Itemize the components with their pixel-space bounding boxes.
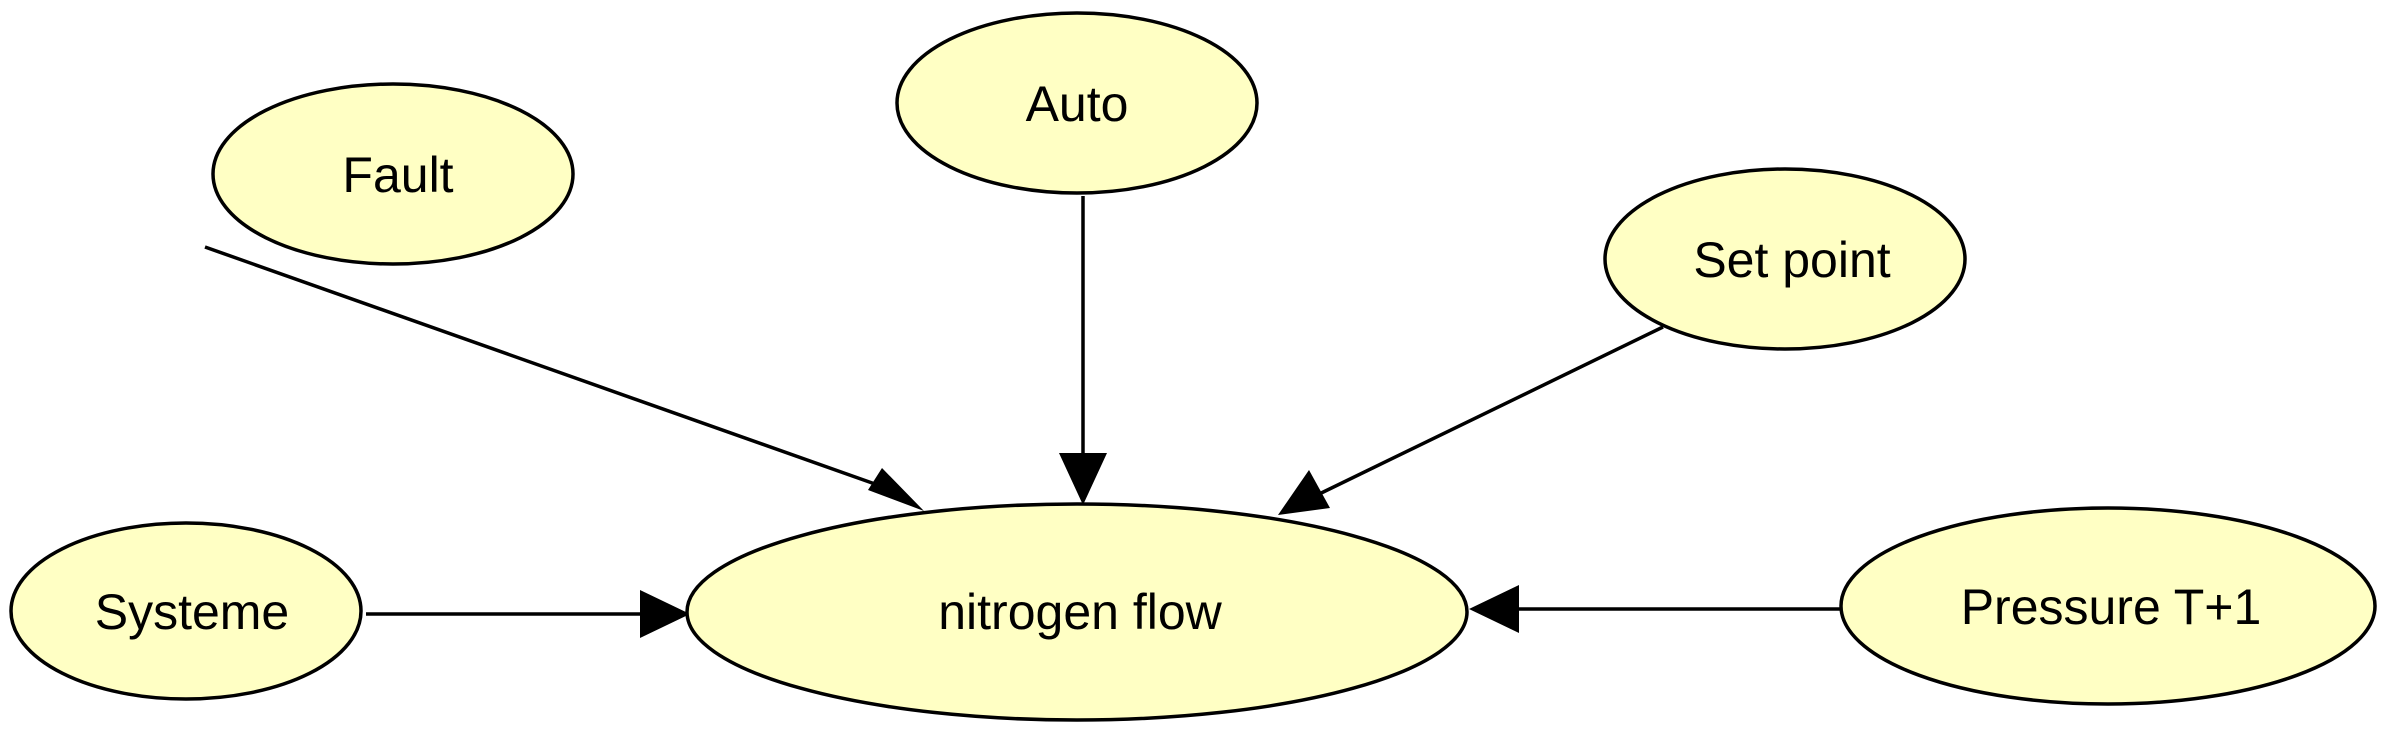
edge-set-point-to-nitrogen-flow xyxy=(1278,325,1664,515)
arrowhead-icon xyxy=(868,468,924,511)
node-label-fault: Fault xyxy=(342,147,453,203)
edge-fault-to-nitrogen-flow xyxy=(204,245,924,511)
edge-systeme-to-nitrogen-flow xyxy=(366,590,690,638)
node-ellipse xyxy=(895,11,1259,195)
arrowhead-icon xyxy=(1469,585,1519,633)
edge-line xyxy=(204,245,876,486)
node-ellipse xyxy=(1839,506,2377,706)
node-systeme: Systeme xyxy=(9,521,363,701)
node-label-auto: Auto xyxy=(1026,76,1129,132)
node-label-nitrogen-flow: nitrogen flow xyxy=(938,584,1222,640)
node-ellipse xyxy=(211,82,575,266)
node-label-systeme: Systeme xyxy=(95,584,290,640)
node-set-point: Set point xyxy=(1603,167,1967,351)
node-pressure-t1: Pressure T+1 xyxy=(1839,506,2377,706)
node-nitrogen-flow: nitrogen flow xyxy=(685,502,1469,722)
node-ellipse xyxy=(9,521,363,701)
arrowhead-icon xyxy=(1278,470,1330,515)
edge-auto-to-nitrogen-flow xyxy=(1059,196,1107,505)
edge-pressure-t1-to-nitrogen-flow xyxy=(1469,585,1843,633)
edge-line xyxy=(1310,325,1664,500)
arrowhead-icon xyxy=(1059,453,1107,505)
node-auto: Auto xyxy=(895,11,1259,195)
node-label-set-point: Set point xyxy=(1693,232,1890,288)
node-fault: Fault xyxy=(211,82,575,266)
node-ellipse xyxy=(1603,167,1967,351)
arrowhead-icon xyxy=(640,590,690,638)
node-ellipse xyxy=(685,502,1469,722)
node-label-pressure-t1: Pressure T+1 xyxy=(1961,579,2262,635)
